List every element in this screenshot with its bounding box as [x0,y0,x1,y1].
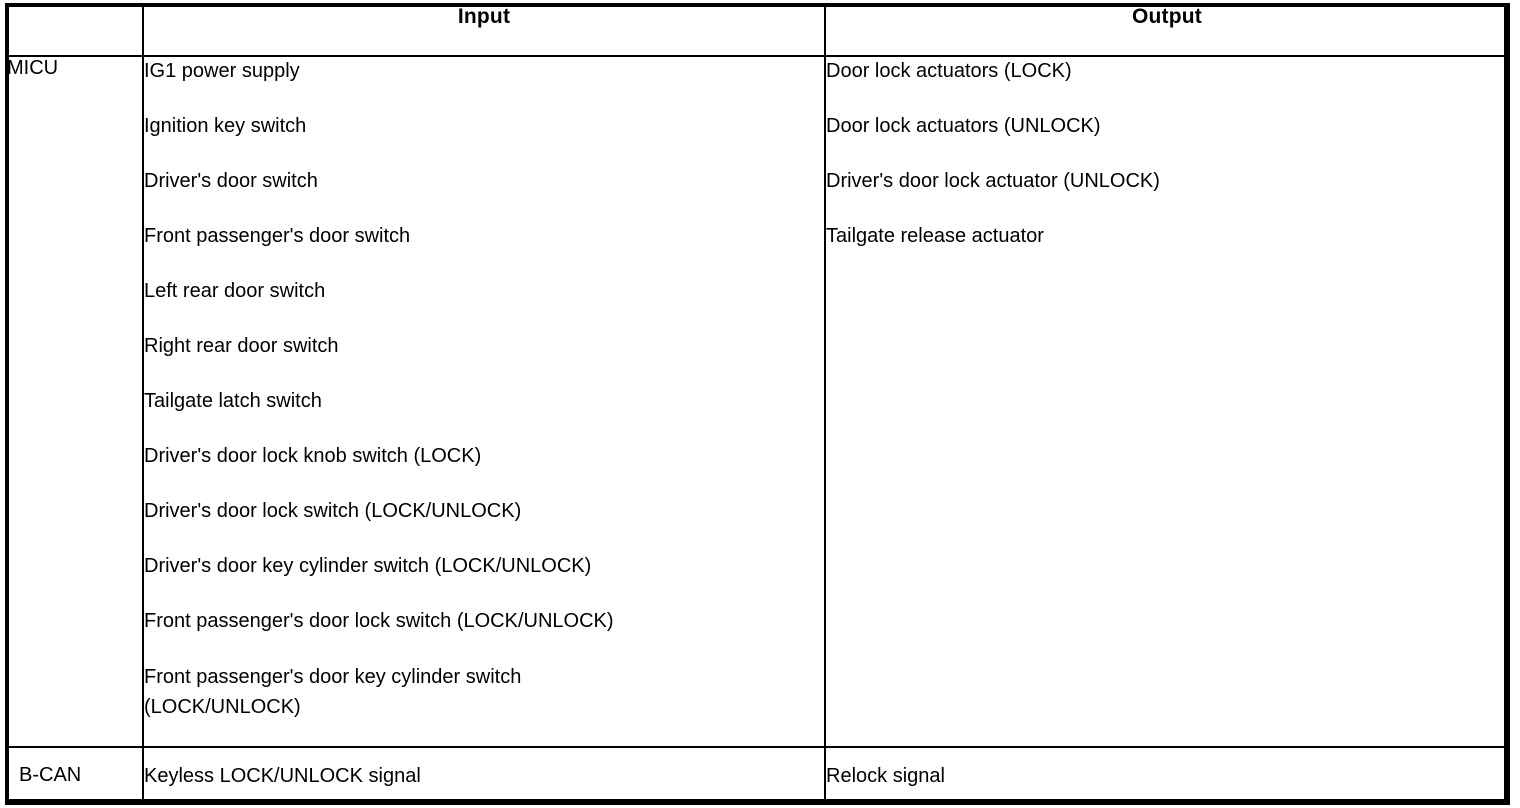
list-item: Driver's door lock knob switch (LOCK) [144,445,482,467]
bcan-input-list: Keyless LOCK/UNLOCK signal [142,746,826,805]
table-row: B-CAN Keyless LOCK/UNLOCK signal Relock … [5,746,1510,805]
list-item: Tailgate latch switch [144,390,322,412]
micu-output-list: Door lock actuators (LOCK) Door lock act… [824,55,1510,748]
list-item: Ignition key switch [144,115,307,137]
list-item: Driver's door lock actuator (UNLOCK) [826,170,1160,192]
list-item: Left rear door switch [144,280,326,302]
list-item: Front passenger's door switch [144,225,411,247]
list-item: Right rear door switch [144,335,339,357]
list-item: Door lock actuators (LOCK) [826,60,1072,82]
input-output-table: Input Output MICU IG1 power supply Ignit… [5,3,1510,805]
list-item: Keyless LOCK/UNLOCK signal [144,764,421,787]
list-item: Tailgate release actuator [826,225,1044,247]
input-column-header: Input [142,3,826,57]
module-label-micu: MICU [5,55,144,748]
output-column-header: Output [824,3,1510,57]
table-row: MICU IG1 power supply Ignition key switc… [5,55,1510,748]
list-item: Front passenger's door key cylinder swit… [144,666,522,718]
module-column-header [5,3,144,57]
list-item: Door lock actuators (UNLOCK) [826,115,1101,137]
list-item: Driver's door key cylinder switch (LOCK/… [144,555,592,577]
list-item: IG1 power supply [144,60,300,82]
list-item: Driver's door lock switch (LOCK/UNLOCK) [144,500,522,522]
list-item: Front passenger's door lock switch (LOCK… [144,610,614,632]
micu-input-list: IG1 power supply Ignition key switch Dri… [142,55,826,748]
list-item: Relock signal [826,764,945,787]
list-item: Driver's door switch [144,170,318,192]
bcan-output-list: Relock signal [824,746,1510,805]
module-label-bcan: B-CAN [5,746,144,805]
table-header-row: Input Output [5,3,1510,57]
